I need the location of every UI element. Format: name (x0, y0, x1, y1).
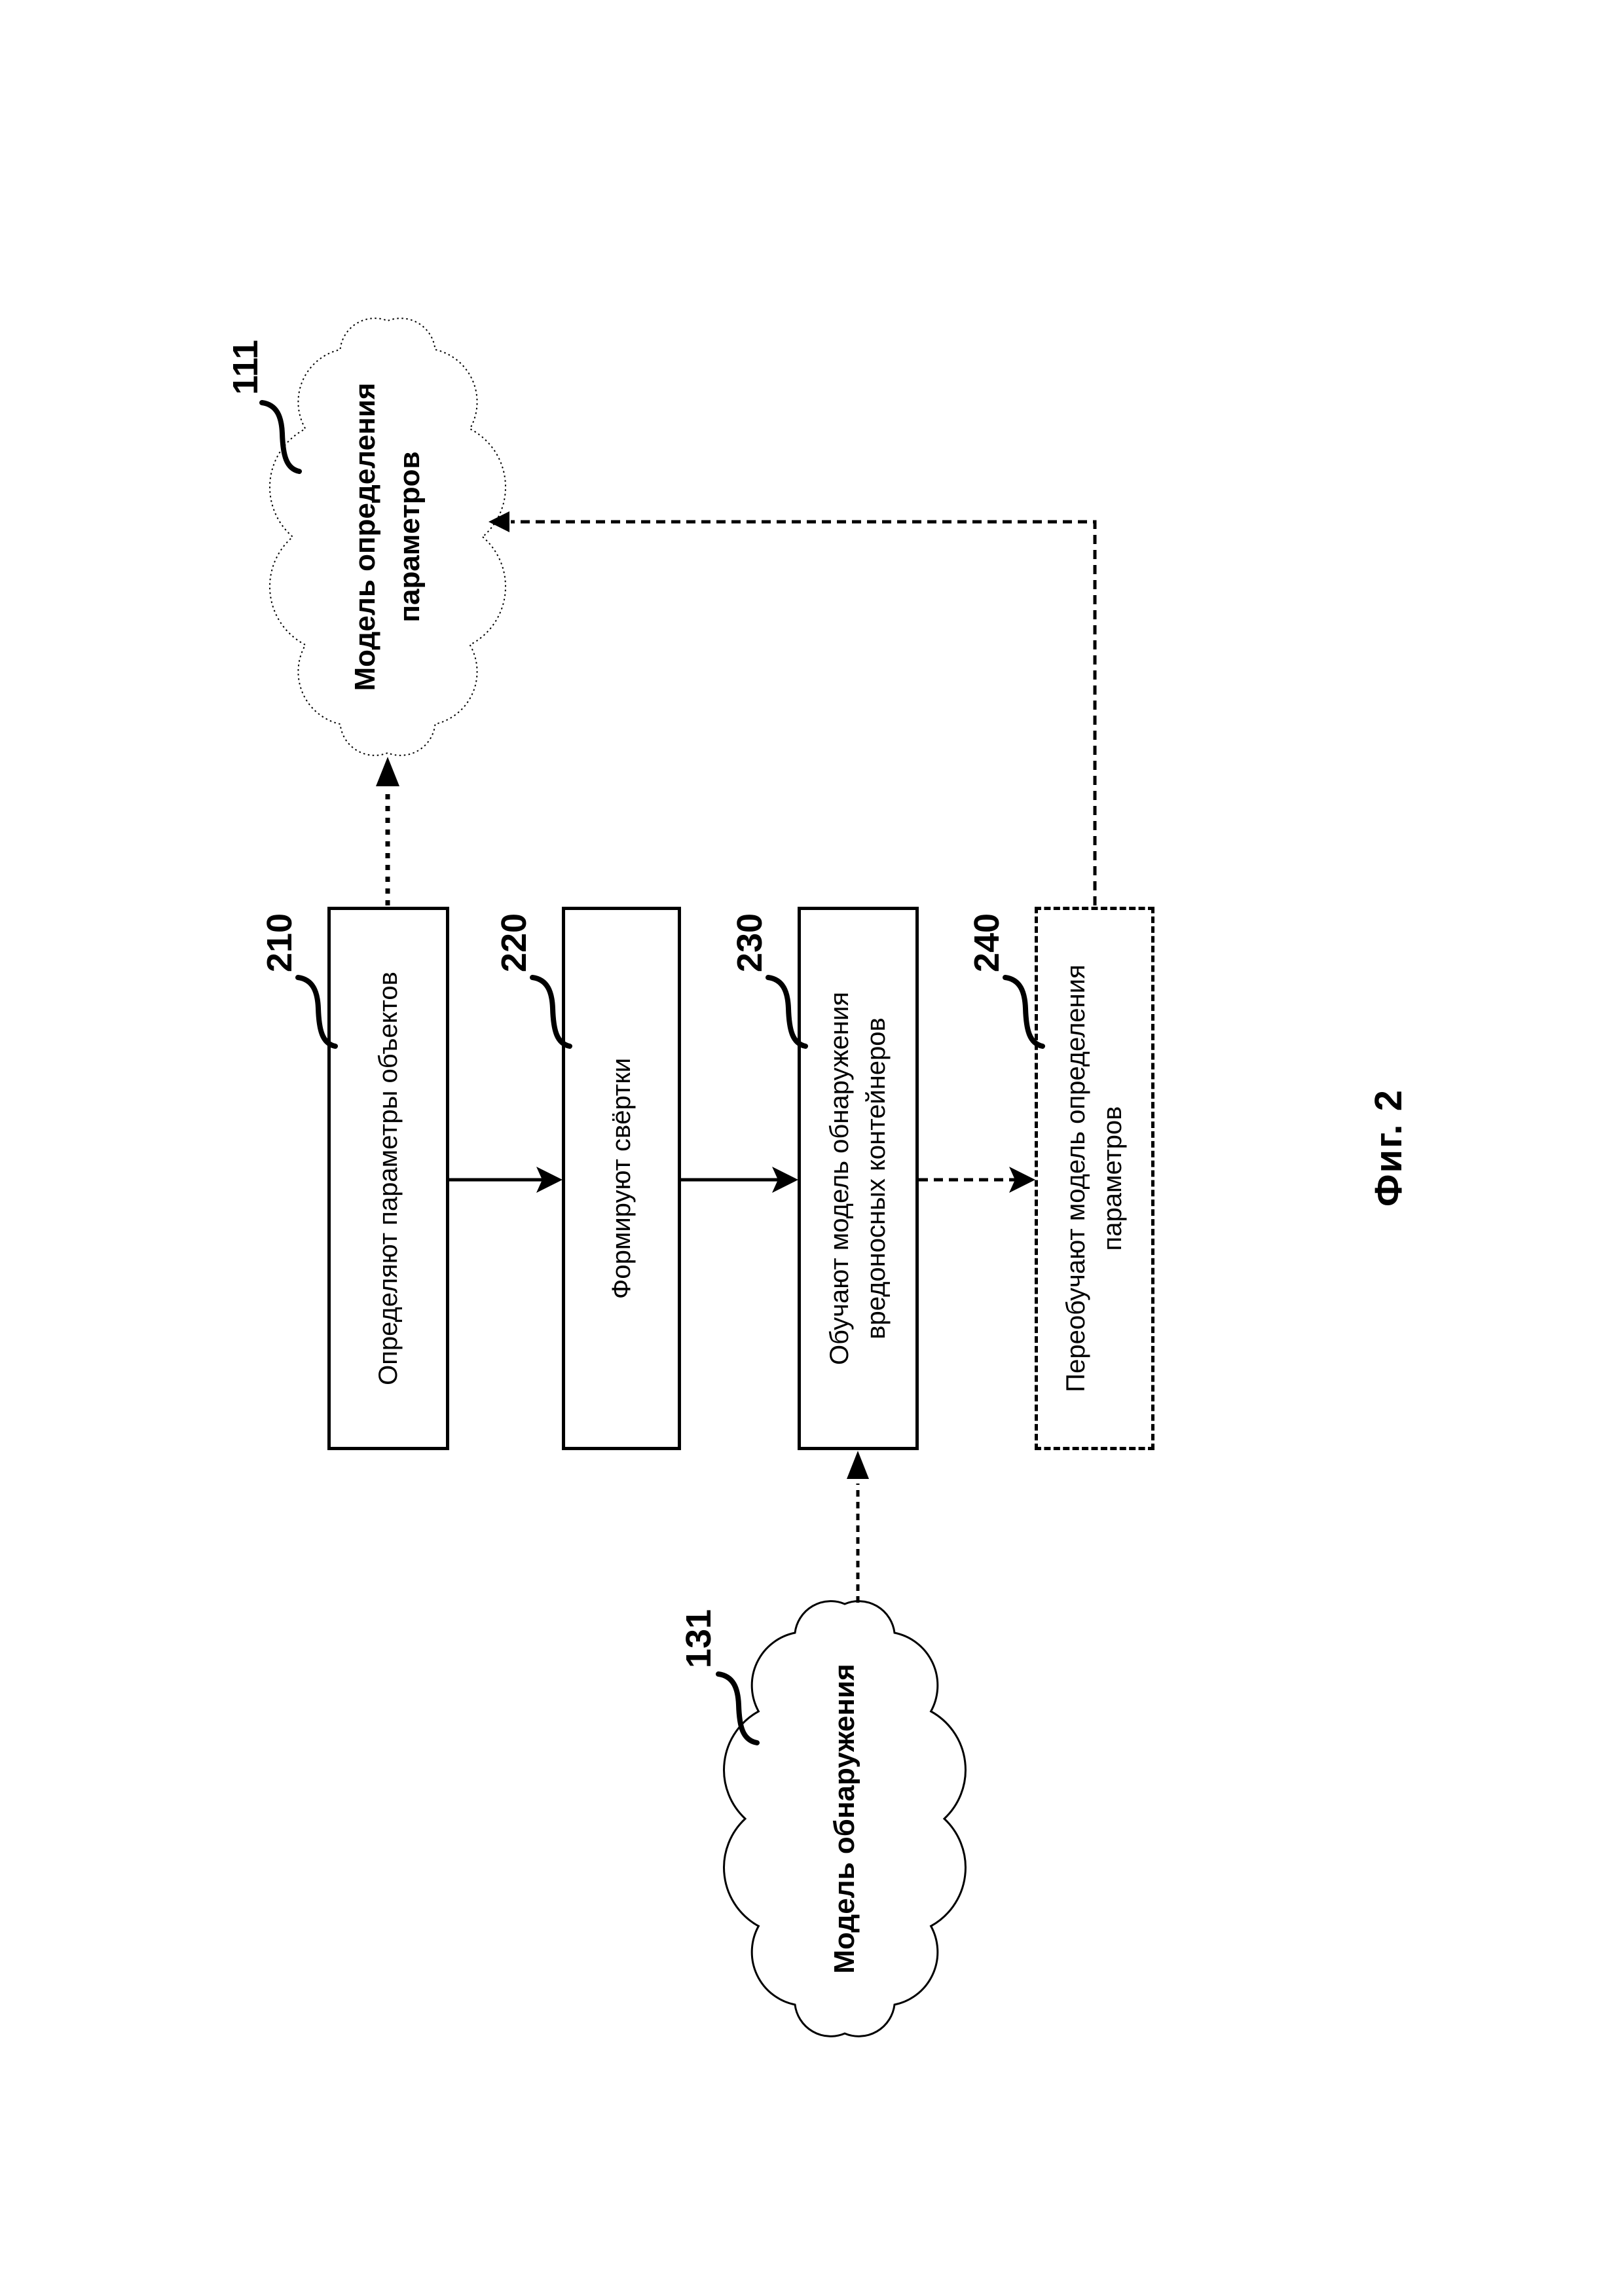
figure-caption: Фиг. 2 (1367, 1089, 1410, 1207)
cloud-label-131: Модель обнаружения (828, 1664, 860, 1974)
lead-line-131 (716, 1671, 760, 1745)
arrow-step210-to-cloud111 (376, 757, 399, 905)
arrowhead-up-icon (847, 1451, 869, 1479)
arrowhead-left-icon (489, 511, 509, 532)
ref-number-111: 111 (226, 339, 265, 395)
arrow-cloud131-to-step230 (847, 1451, 869, 1603)
step-label-240: Переобучают модель определения параметро… (1061, 964, 1127, 1393)
parameters-model-cloud-outline (269, 318, 506, 756)
lead-line-111 (259, 400, 302, 474)
lead-line-230 (766, 975, 808, 1049)
ref-number-230: 230 (730, 913, 769, 973)
arrow-step210-to-step220 (449, 1167, 563, 1193)
step-label-220: Формируют свёртки (607, 1057, 636, 1300)
step-label-230: Обучают модель обнаружения вредоносных к… (825, 991, 891, 1366)
detection-model-cloud-outline (723, 1600, 967, 2037)
arrowhead-right-icon (772, 1167, 798, 1193)
arrowhead-right-icon (1009, 1167, 1035, 1193)
step-box-240 (1035, 907, 1154, 1450)
lead-line-210 (295, 975, 338, 1049)
ref-number-240: 240 (967, 913, 1006, 973)
ref-number-131: 131 (679, 1609, 718, 1669)
lead-line-220 (530, 975, 572, 1049)
step-label-210: Определяют параметры объектов (374, 972, 403, 1385)
step-box-230 (798, 907, 919, 1450)
step-box-220 (562, 907, 681, 1450)
arrow-step220-to-step230 (681, 1167, 798, 1193)
cloud-label-111: Модель определения параметров (348, 382, 426, 691)
lead-line-240 (1003, 975, 1045, 1049)
arrowhead-up-icon (376, 757, 399, 786)
arrow-step230-to-step240 (919, 1167, 1035, 1193)
step-box-210 (327, 907, 449, 1450)
arrow-step240-to-cloud111 (489, 511, 1097, 905)
arrowhead-right-icon (536, 1167, 563, 1193)
ref-number-210: 210 (260, 913, 299, 973)
ref-number-220: 220 (494, 913, 534, 973)
